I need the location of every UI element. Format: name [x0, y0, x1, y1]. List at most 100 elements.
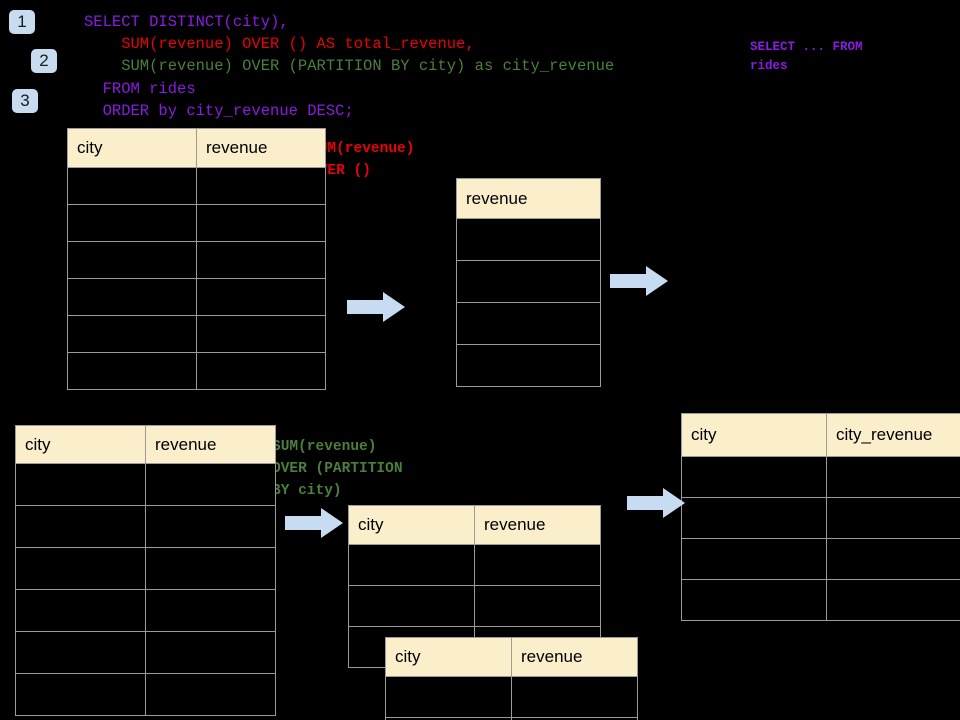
- column-header-city: city: [348, 505, 475, 545]
- cell-revenue: [511, 676, 638, 718]
- cell-city: [681, 579, 827, 621]
- table-row: [67, 241, 326, 279]
- cell-revenue: [474, 544, 601, 586]
- table-row: [681, 497, 960, 539]
- table-row: [15, 673, 276, 716]
- table-row: [681, 538, 960, 580]
- cell-revenue: [196, 278, 326, 316]
- column-header-revenue: revenue: [196, 128, 326, 168]
- cell-city: [67, 315, 197, 353]
- cell-city: [67, 204, 197, 242]
- cell-revenue: [196, 204, 326, 242]
- sql-line-city-revenue: SUM(revenue) OVER (PARTITION BY city) as…: [84, 57, 615, 75]
- table-row: [456, 302, 601, 345]
- sql-line-from: FROM rides: [84, 80, 196, 98]
- cell-city: [67, 278, 197, 316]
- table-rides-source-bottom: city revenue: [15, 425, 276, 716]
- cell-revenue: [456, 260, 601, 303]
- table-header-row: revenue: [456, 178, 601, 219]
- annotation-sum-revenue-total: SUM(revenue): [310, 141, 415, 157]
- annotation-by-city: BY city): [272, 483, 342, 499]
- cell-city: [681, 497, 827, 539]
- cell-city: [348, 544, 475, 586]
- cell-city: [15, 463, 146, 506]
- cell-city: [15, 547, 146, 590]
- cell-revenue: [196, 241, 326, 279]
- cell-revenue: [196, 352, 326, 390]
- arrow-source-to-total-icon: [347, 292, 405, 322]
- cell-revenue: [145, 673, 276, 716]
- arrow-partition-to-final-icon: [627, 488, 685, 518]
- table-row: [348, 585, 601, 627]
- cell-city: [67, 241, 197, 279]
- cell-revenue: [456, 218, 601, 261]
- table-row: [15, 505, 276, 548]
- annotation-over-partition: OVER (PARTITION: [272, 461, 403, 477]
- arrow-source-to-partition-icon: [285, 508, 343, 538]
- cell-city: [348, 585, 475, 627]
- cell-revenue: [145, 589, 276, 632]
- table-partition-group-b: city revenue: [385, 637, 638, 720]
- table-row: [385, 717, 638, 720]
- table-row: [456, 260, 601, 303]
- cell-city-revenue: [826, 579, 960, 621]
- cell-city: [15, 505, 146, 548]
- step-badge-1[interactable]: 1: [9, 10, 35, 34]
- step-badge-2[interactable]: 2: [31, 49, 57, 73]
- table-row: [348, 544, 601, 586]
- column-header-revenue: revenue: [511, 637, 638, 677]
- cell-city-revenue: [826, 497, 960, 539]
- cell-city-revenue: [826, 456, 960, 498]
- table-header-row: city revenue: [385, 637, 638, 677]
- cell-revenue: [456, 302, 601, 345]
- table-row: [681, 579, 960, 621]
- table-header-row: city revenue: [348, 505, 601, 545]
- column-header-city: city: [385, 637, 512, 677]
- table-row: [67, 352, 326, 390]
- table-row: [456, 344, 601, 387]
- table-header-row: city revenue: [15, 425, 276, 464]
- table-row: [15, 463, 276, 506]
- column-header-city: city: [67, 128, 197, 168]
- table-row: [67, 315, 326, 353]
- table-partition-group-a: city revenue: [348, 505, 601, 668]
- table-row: [15, 547, 276, 590]
- cell-city: [67, 167, 197, 205]
- table-row: [15, 631, 276, 674]
- table-row: [681, 456, 960, 498]
- cell-city-revenue: [826, 538, 960, 580]
- side-note-rides: rides: [750, 59, 788, 73]
- side-note-select-from: SELECT ... FROM: [750, 40, 863, 54]
- sql-line-select: SELECT DISTINCT(city),: [84, 13, 289, 31]
- arrow-total-to-final-icon: [610, 266, 668, 296]
- table-total-revenue-result: revenue: [456, 178, 601, 387]
- cell-revenue: [196, 315, 326, 353]
- cell-city: [681, 456, 827, 498]
- column-header-revenue: revenue: [145, 425, 276, 464]
- table-final-city-revenue: city city_revenue: [681, 413, 960, 621]
- step-badge-3[interactable]: 3: [12, 89, 38, 113]
- table-row: [67, 167, 326, 205]
- cell-city: [15, 631, 146, 674]
- column-header-city: city: [681, 413, 827, 457]
- table-row: [456, 218, 601, 261]
- cell-revenue: [145, 547, 276, 590]
- cell-revenue: [145, 505, 276, 548]
- cell-city: [67, 352, 197, 390]
- column-header-revenue: revenue: [474, 505, 601, 545]
- table-row: [15, 589, 276, 632]
- column-header-city-revenue: city_revenue: [826, 413, 960, 457]
- sql-line-total-revenue: SUM(revenue) OVER () AS total_revenue,: [84, 35, 475, 53]
- table-header-row: city revenue: [67, 128, 326, 168]
- table-row: [67, 278, 326, 316]
- table-row: [385, 676, 638, 718]
- table-row: [67, 204, 326, 242]
- column-header-revenue: revenue: [456, 178, 601, 219]
- column-header-city: city: [15, 425, 146, 464]
- cell-revenue: [474, 585, 601, 627]
- cell-revenue: [456, 344, 601, 387]
- table-header-row: city city_revenue: [681, 413, 960, 457]
- cell-city: [15, 589, 146, 632]
- cell-revenue: [511, 717, 638, 720]
